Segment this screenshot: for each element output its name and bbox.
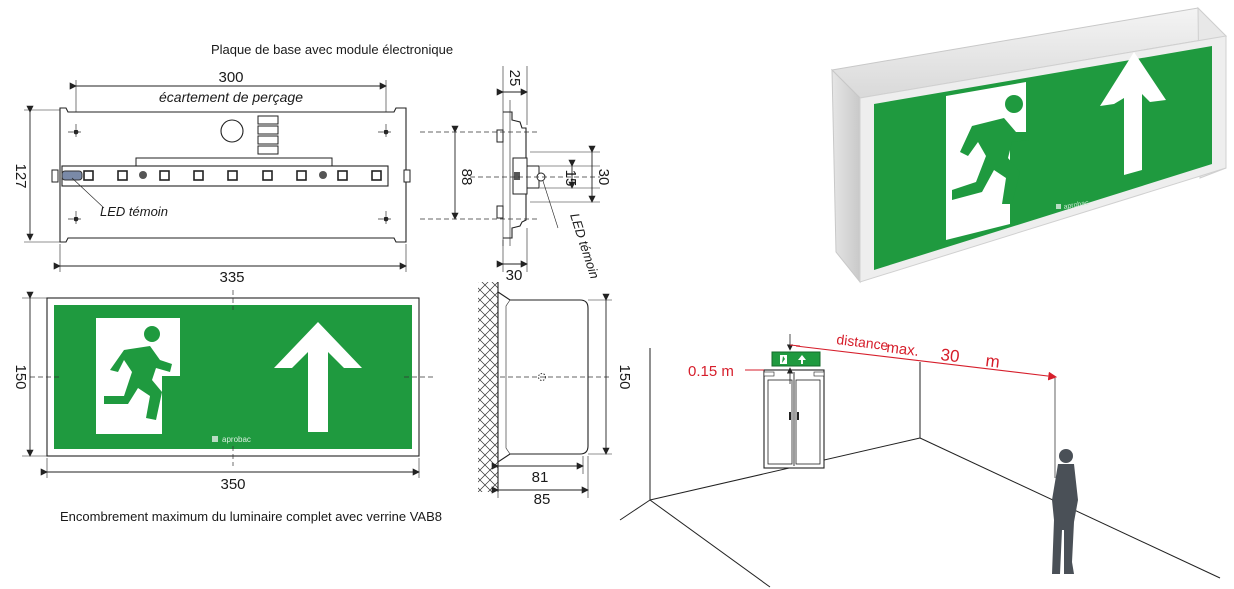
base-plate-drawing: Plaque de base avec module électronique … xyxy=(12,42,453,286)
dim-25-label: 25 xyxy=(506,70,523,87)
dim-335-label: 335 xyxy=(219,269,244,286)
clip-right xyxy=(403,169,411,183)
connector-blocks xyxy=(257,115,279,155)
small-exit-sign xyxy=(771,351,821,367)
distance-line-start xyxy=(789,344,801,347)
led-indicator xyxy=(61,170,83,181)
photo-running-man-icon xyxy=(952,95,1030,204)
dim-127-label: 127 xyxy=(12,163,29,188)
exit-door-icon xyxy=(763,369,825,469)
base-plate-title: Plaque de base avec module électronique xyxy=(211,42,453,57)
room-diagram: 0.15 m distance max. 30 m xyxy=(619,331,1221,588)
photo-brand-logo-icon xyxy=(1056,204,1061,209)
floor-left-edge xyxy=(619,499,651,521)
side-led-label: LED témoin xyxy=(567,211,602,280)
box-left-face xyxy=(831,68,861,284)
side-wall-lines xyxy=(502,100,511,246)
product-photo: aprobac xyxy=(830,6,1228,284)
distance-line xyxy=(795,345,1058,381)
led-squares xyxy=(83,170,382,181)
battery-cell-icon xyxy=(220,119,244,143)
dim-30-right-label: 30 xyxy=(595,169,612,186)
photo-brand-text: aprobac xyxy=(1063,200,1090,211)
height-label: 0.15 m xyxy=(688,363,734,380)
dim-300-label: 300 xyxy=(218,69,243,86)
running-man-icon xyxy=(104,326,172,420)
side-clip xyxy=(496,205,504,219)
screw-icon xyxy=(139,171,147,179)
distance-unit: m xyxy=(985,351,1001,372)
screw-icon xyxy=(319,171,327,179)
front-caption: Encombrement maximum du luminaire comple… xyxy=(60,509,442,524)
profile-view-drawing: 150 81 85 xyxy=(478,282,633,508)
floor-diagonal-left xyxy=(649,499,771,588)
side-clip xyxy=(496,129,504,143)
max-word: max. xyxy=(886,339,920,360)
front-dim-150-label: 150 xyxy=(12,364,29,389)
profile-dim-150-label: 150 xyxy=(616,364,633,389)
distance-word: distance xyxy=(836,331,890,353)
led-leader-line xyxy=(71,177,105,209)
profile-inner xyxy=(505,299,511,455)
brand-logo-icon xyxy=(212,436,218,442)
up-arrow-icon xyxy=(274,322,362,432)
clip-left xyxy=(51,169,59,183)
side-led xyxy=(514,172,520,180)
floor-back-edge xyxy=(649,437,921,501)
dim-81-label: 81 xyxy=(532,469,549,486)
dim-88-label: 88 xyxy=(458,169,475,186)
led-leader-line xyxy=(542,180,559,229)
front-view-drawing: aprobac 150 350 Encombrement maximum du … xyxy=(12,290,442,524)
strip-bracket xyxy=(135,157,333,167)
photo-up-arrow-icon xyxy=(1100,52,1166,175)
led-label: LED témoin xyxy=(100,204,168,219)
dim-350-label: 350 xyxy=(220,476,245,493)
front-brand-text: aprobac xyxy=(222,435,251,444)
dim-30-bottom-label: 30 xyxy=(506,267,523,284)
drilling-label: écartement de perçage xyxy=(159,89,303,105)
dim-85-label: 85 xyxy=(534,491,551,508)
distance-value: 30 xyxy=(940,345,961,366)
person-silhouette-icon xyxy=(1052,449,1078,574)
wall-hatch xyxy=(478,282,498,492)
mounting-holes xyxy=(68,124,394,227)
dim-15-label: 15 xyxy=(562,170,579,187)
side-view-drawing: 25 88 15 30 30 LED témoin xyxy=(420,66,612,284)
